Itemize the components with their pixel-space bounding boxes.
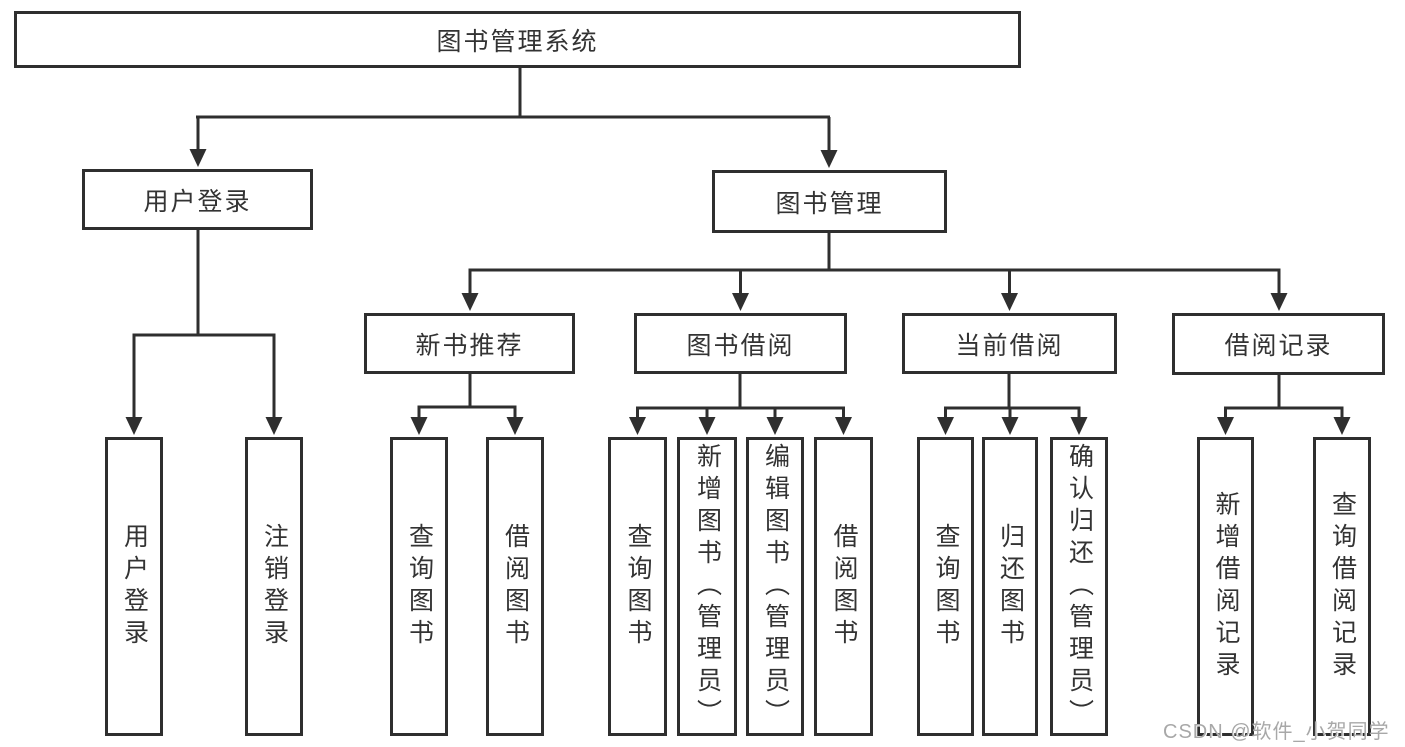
leaf-logout: 注销登录 (245, 437, 303, 736)
leaf-borrow-books-recommend: 借阅图书 (486, 437, 544, 736)
leaf-query-books-borrow: 查询图书 (608, 437, 667, 736)
node-root: 图书管理系统 (14, 11, 1021, 68)
node-current-borrowing: 当前借阅 (902, 313, 1117, 374)
leaf-query-books-recommend: 查询图书 (390, 437, 448, 736)
leaf-borrow-books: 借阅图书 (814, 437, 873, 736)
leaf-query-books-current: 查询图书 (917, 437, 974, 736)
node-user-login: 用户登录 (82, 169, 313, 230)
leaf-user-login: 用户登录 (105, 437, 163, 736)
leaf-return-books: 归还图书 (982, 437, 1038, 736)
node-borrowing-records: 借阅记录 (1172, 313, 1385, 375)
node-book-borrowing: 图书借阅 (634, 313, 847, 374)
leaf-add-borrow-record: 新增借阅记录 (1197, 437, 1254, 736)
leaf-edit-book-admin: 编辑图书（管理员） (746, 437, 804, 736)
watermark: CSDN @软件_小贺同学 (1163, 721, 1390, 743)
leaf-confirm-return-admin: 确认归还（管理员） (1050, 437, 1108, 736)
leaf-add-book-admin: 新增图书（管理员） (677, 437, 737, 736)
node-book-management: 图书管理 (712, 170, 947, 233)
node-new-book-recommendation: 新书推荐 (364, 313, 575, 374)
leaf-query-borrow-record: 查询借阅记录 (1313, 437, 1371, 736)
